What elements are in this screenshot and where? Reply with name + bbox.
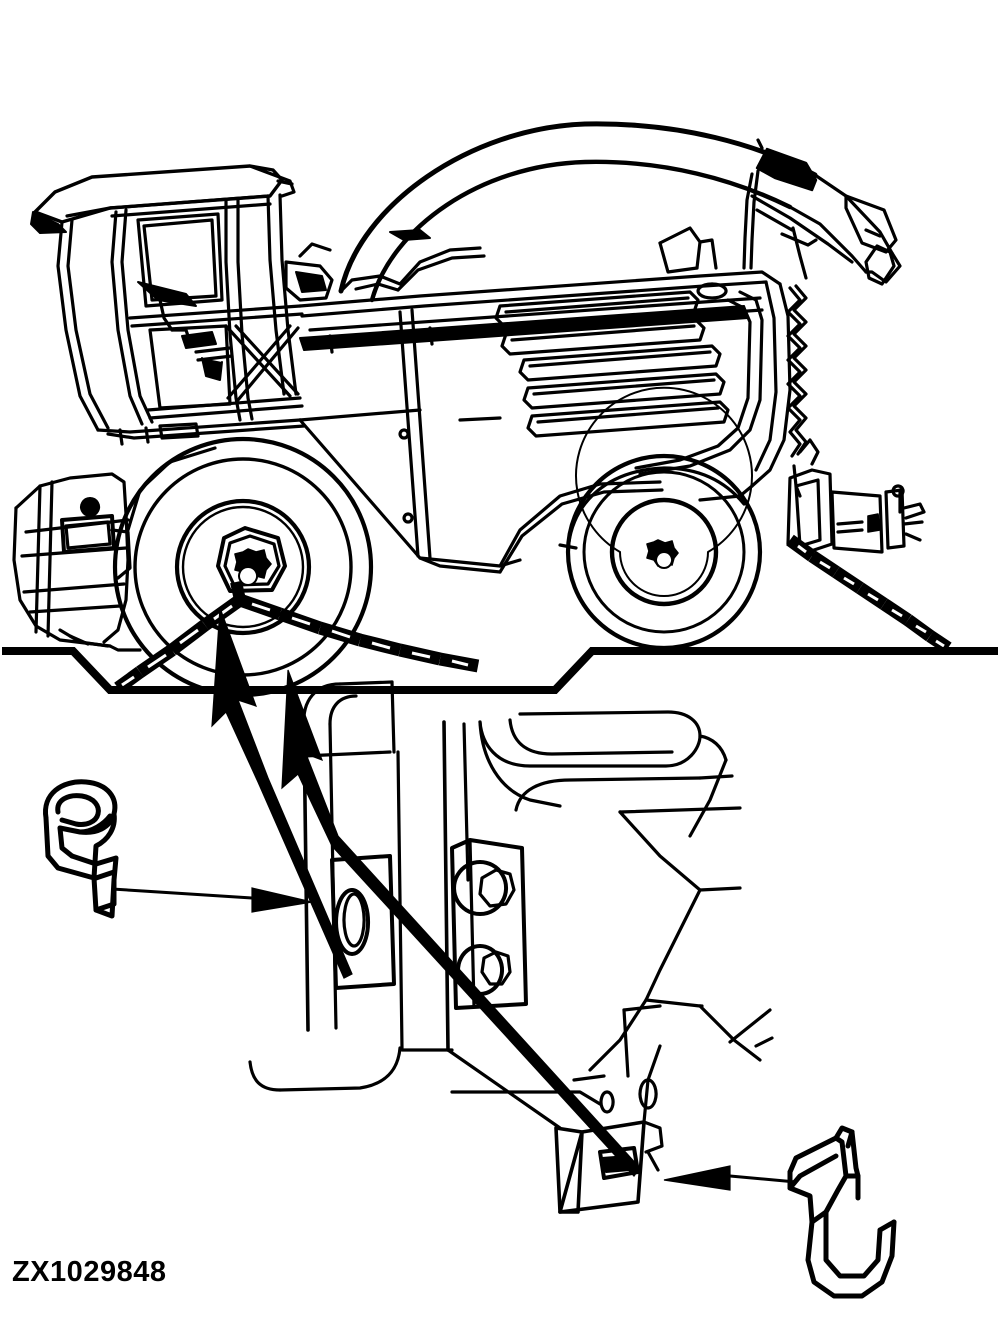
arrow-tow-hook	[663, 1165, 797, 1191]
front-tie-down-chain	[114, 580, 480, 694]
arrow-grab-hook	[111, 887, 313, 913]
arrow-front-tiedown-2	[281, 669, 641, 1177]
callout-arrows	[111, 607, 797, 1191]
trailer-deck-line	[2, 647, 998, 694]
spout-bracket	[755, 147, 818, 192]
step-ledge	[478, 710, 774, 1072]
trailer-deck	[2, 647, 998, 694]
tow-hook	[787, 1125, 897, 1299]
rear-tie-down-chain	[786, 534, 952, 654]
cab-side-window	[136, 212, 224, 308]
arrow-front-tiedown	[211, 607, 353, 979]
exhaust-stack	[786, 284, 808, 458]
rear-drawbar	[786, 438, 926, 558]
rear-view-mirror	[284, 260, 334, 302]
tie-down-slot	[334, 888, 371, 956]
hex-bolt-upper	[452, 860, 516, 916]
tie-down-chains	[114, 534, 952, 694]
spout-deflector-flap	[844, 194, 898, 286]
operator-cab	[30, 164, 334, 446]
engine-air-intake-louvers	[494, 290, 730, 438]
engine-hood	[298, 270, 808, 574]
fuel-filler-cap	[696, 282, 728, 300]
figure-caption: ZX1029848	[12, 1256, 167, 1288]
front-drive-wheel	[112, 436, 374, 698]
rear-steering-wheel	[558, 386, 763, 651]
grab-hook	[43, 779, 119, 919]
machine-group	[12, 121, 926, 698]
discharge-spout	[338, 121, 902, 303]
wheel-hub	[216, 526, 287, 593]
